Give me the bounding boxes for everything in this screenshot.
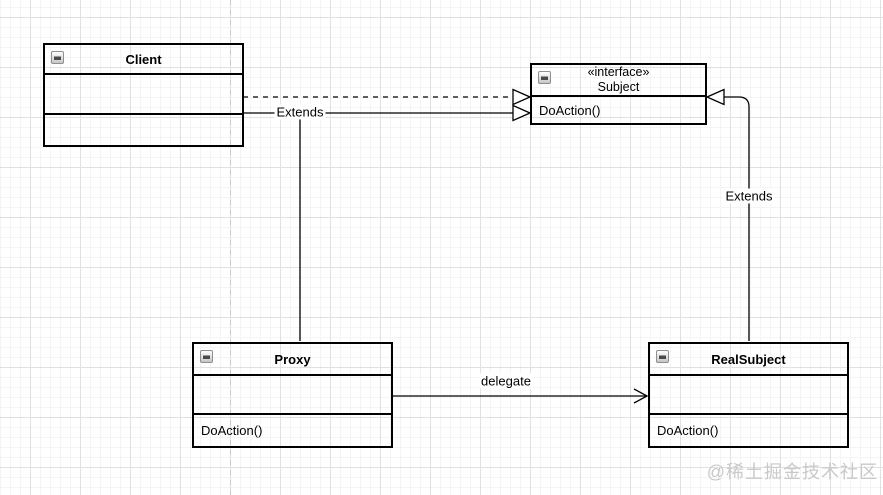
- class-proxy-header: Proxy: [194, 344, 391, 374]
- juejin-watermark: @稀土掘金技术社区: [706, 462, 878, 482]
- edge-label-extends-left: Extends: [274, 104, 326, 120]
- collapse-minus-icon[interactable]: [200, 350, 213, 363]
- class-realsubject-header: RealSubject: [650, 344, 847, 374]
- methods-section: [45, 113, 242, 145]
- class-client-header: Client: [45, 45, 242, 73]
- edge-realsubject-subject-extends[interactable]: [705, 88, 750, 342]
- method-label: DoAction(): [539, 102, 601, 118]
- attributes-section: [45, 73, 242, 113]
- class-subject-header: «interface» Subject: [532, 65, 705, 95]
- class-name: Subject: [597, 80, 640, 94]
- hollow-triangle-arrow: [512, 88, 532, 106]
- edge-proxy-realsubject-delegate[interactable]: [393, 388, 649, 404]
- class-stereotype: «interface»: [587, 65, 650, 79]
- method-label: DoAction(): [657, 423, 719, 438]
- class-subject[interactable]: «interface» Subject DoAction(): [530, 63, 707, 125]
- edge-client-subject[interactable]: [243, 88, 532, 106]
- methods-section: DoAction(): [532, 95, 705, 123]
- class-name: RealSubject: [711, 351, 786, 367]
- attributes-section: [194, 374, 391, 413]
- class-name: Proxy: [274, 351, 311, 367]
- class-name: Client: [125, 51, 162, 67]
- edge-proxy-subject-extends[interactable]: [243, 104, 532, 342]
- method-label: DoAction(): [201, 423, 263, 438]
- class-realsubject[interactable]: RealSubject DoAction(): [648, 342, 849, 448]
- hollow-triangle-arrow: [705, 88, 725, 106]
- edge-label-extends-right: Extends: [723, 188, 775, 204]
- collapse-minus-icon[interactable]: [656, 350, 669, 363]
- methods-section: DoAction(): [650, 413, 847, 446]
- class-client[interactable]: Client: [43, 43, 244, 147]
- methods-section: DoAction(): [194, 413, 391, 446]
- collapse-minus-icon[interactable]: [538, 71, 551, 84]
- collapse-minus-icon[interactable]: [51, 51, 64, 64]
- attributes-section: [650, 374, 847, 413]
- open-arrow: [633, 388, 649, 404]
- edge-label-delegate: delegate: [479, 373, 533, 389]
- hollow-triangle-arrow: [512, 104, 532, 122]
- page-boundary-line: [230, 0, 231, 495]
- class-proxy[interactable]: Proxy DoAction(): [192, 342, 393, 448]
